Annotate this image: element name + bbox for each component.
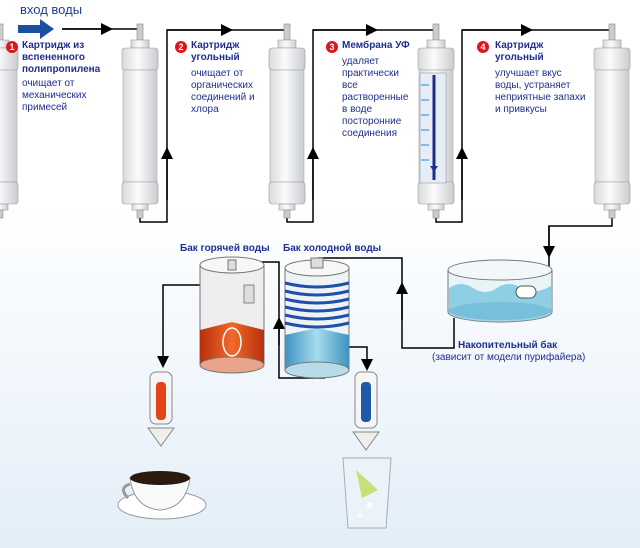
membrane-cutaway-icon [419,72,447,184]
coffee-cup-icon [117,471,207,520]
step-4-title: Картридж угольный [495,40,544,63]
glass-of-water-icon [342,457,392,529]
input-arrow-icon [18,19,54,39]
step-1-badge: 1 [6,41,18,53]
storage-tank-label: Накопительный бак [458,340,558,351]
step-4-desc: улучшает вкус воды, устраняет неприятные… [495,68,586,115]
flow-lines [62,23,613,379]
hot-water-tank-icon [199,256,265,374]
cartridge-2-icon [268,23,306,219]
step-1-title: Картридж из вспененного полипропилена [22,40,101,75]
storage-tank-icon [447,259,553,323]
step-4-badge: 4 [477,41,489,53]
step-2-desc: очищает от органических соединений и хло… [191,68,255,115]
cold-tap-icon [352,371,380,451]
step-2-title: Картридж угольный [191,40,240,63]
cartridge-4-icon [593,23,631,219]
cold-water-tank-icon [284,257,350,379]
input-label: вход воды [20,2,83,17]
step-3-badge: 3 [326,41,338,53]
cartridge-1-icon [121,23,159,219]
step-1-desc: очищает от механических примесей [22,78,87,113]
step-3-desc: удаляет практически все растворенные в в… [342,56,409,139]
storage-tank-note: (зависит от модели пурифайера) [432,352,586,363]
cold-tank-label: Бак холодной воды [283,243,382,254]
hot-tap-icon [147,371,175,447]
step-2-badge: 2 [175,41,187,53]
hot-tank-label: Бак горячей воды [180,243,270,254]
cartridge-icon [0,23,19,219]
step-3-title: Мембрана УФ [342,40,410,51]
